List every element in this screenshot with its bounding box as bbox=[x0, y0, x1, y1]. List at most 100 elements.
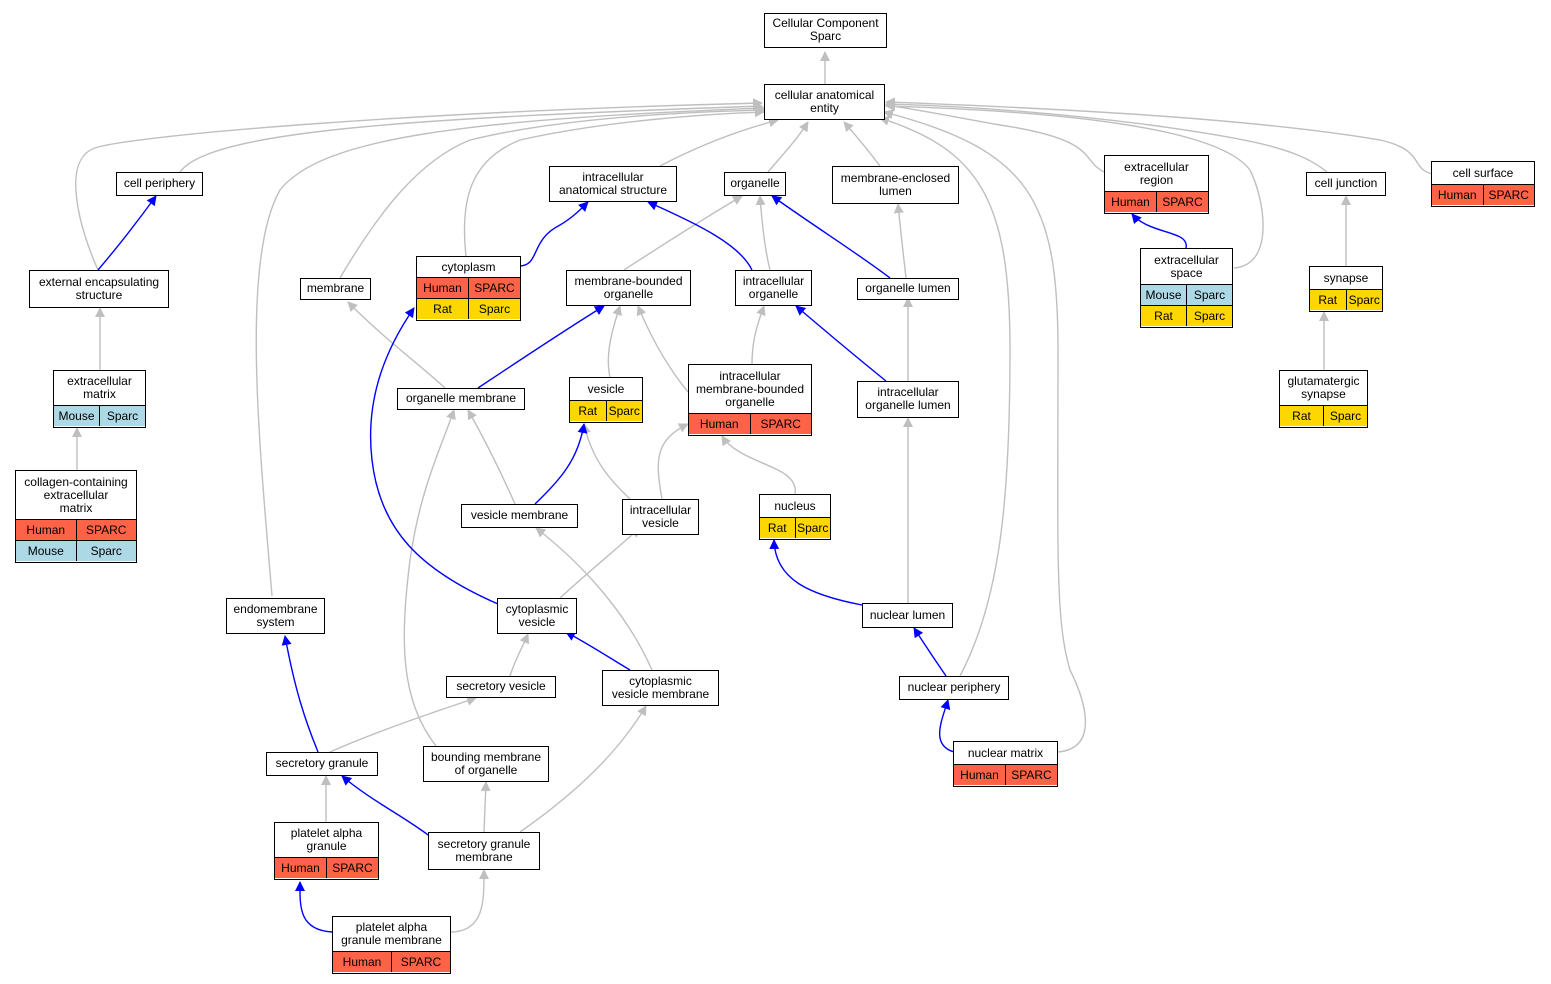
node-label: bounding membrane of organelle bbox=[430, 749, 542, 777]
node-sec-vesicle[interactable]: secretory vesicle bbox=[446, 676, 556, 698]
edge-endomembrane-cae bbox=[255, 103, 765, 597]
node-ext-encap[interactable]: external encapsulating structure bbox=[29, 270, 169, 308]
edge-cvm-vesmem bbox=[535, 527, 653, 671]
edge-mel-cae bbox=[843, 121, 881, 167]
gene-symbol: SPARC bbox=[326, 858, 378, 878]
node-cyto-vesicle[interactable]: cytoplasmic vesicle bbox=[497, 598, 577, 634]
gene-symbol: Sparc bbox=[1186, 285, 1232, 305]
node-label: cell periphery bbox=[123, 176, 196, 190]
node-label: cytoplasm bbox=[441, 259, 496, 274]
edge-ext-region-cae bbox=[885, 101, 1105, 173]
node-label: membrane-enclosed lumen bbox=[840, 170, 951, 198]
node-label: cytoplasmic vesicle bbox=[505, 601, 569, 629]
node-label: intracellular anatomical structure bbox=[558, 169, 668, 197]
node-imbo[interactable]: intracellular membrane-bounded organelle… bbox=[688, 364, 812, 436]
node-label: organelle bbox=[730, 176, 780, 190]
node-root[interactable]: Cellular Component Sparc bbox=[764, 13, 887, 48]
node-bmo[interactable]: bounding membrane of organelle bbox=[423, 746, 549, 782]
node-label: secretory vesicle bbox=[456, 679, 546, 693]
node-ias[interactable]: intracellular anatomical structure bbox=[549, 166, 677, 202]
edge-pagm-pag bbox=[294, 881, 333, 933]
node-endomembrane[interactable]: endomembrane system bbox=[226, 598, 325, 634]
node-label: extracellular region bbox=[1124, 159, 1189, 187]
node-ves-membrane[interactable]: vesicle membrane bbox=[461, 504, 578, 528]
edge-cell-junction-cae bbox=[885, 99, 1328, 173]
node-label: nuclear matrix bbox=[967, 745, 1044, 760]
node-membrane[interactable]: membrane bbox=[300, 278, 371, 300]
species-name: Mouse bbox=[58, 408, 95, 423]
node-label: nuclear periphery bbox=[907, 680, 1001, 694]
edge-cytoves-cytoplasm bbox=[369, 307, 499, 605]
node-mel[interactable]: membrane-enclosed lumen bbox=[832, 166, 959, 204]
species-name: Rat bbox=[1292, 408, 1311, 423]
node-org-membrane[interactable]: organelle membrane bbox=[397, 388, 525, 410]
species-name: Human bbox=[342, 954, 382, 969]
node-label: platelet alpha granule bbox=[290, 826, 363, 853]
edge-imbo-icorg bbox=[751, 305, 766, 365]
edge-membrane-cae bbox=[339, 105, 765, 279]
node-mbo[interactable]: membrane-bounded organelle bbox=[566, 270, 691, 306]
node-label: nuclear lumen bbox=[869, 607, 946, 622]
node-cvm[interactable]: cytoplasmic vesicle membrane bbox=[602, 670, 719, 706]
edge-cell-periphery-cae bbox=[179, 101, 763, 173]
species-name: Rat bbox=[1154, 308, 1173, 323]
gene-symbol: Sparc bbox=[75, 541, 137, 561]
node-nuc-periph[interactable]: nuclear periphery bbox=[899, 676, 1009, 700]
edge-organelle-cae bbox=[767, 121, 809, 173]
species-name: Rat bbox=[767, 520, 787, 535]
node-ic-vesicle[interactable]: intracellular vesicle bbox=[622, 499, 699, 535]
node-label: membrane-bounded organelle bbox=[574, 273, 683, 301]
node-iol[interactable]: intracellular organelle lumen bbox=[857, 381, 959, 418]
node-label: nucleus bbox=[774, 498, 816, 513]
gene-symbol: SPARC bbox=[1005, 765, 1057, 785]
edge-icves-imbo bbox=[657, 423, 689, 500]
edge-secgran-secves bbox=[329, 696, 477, 753]
species-name: Human bbox=[281, 860, 320, 875]
node-sgm[interactable]: secretory granule membrane bbox=[428, 832, 540, 870]
node-nuc-lumen[interactable]: nuclear lumen bbox=[862, 603, 953, 628]
node-org-lumen[interactable]: organelle lumen bbox=[857, 278, 959, 300]
node-collagen-ecm[interactable]: collagen-containing extracellular matrix… bbox=[15, 470, 137, 563]
node-cell-periphery[interactable]: cell periphery bbox=[116, 172, 203, 196]
edge-extencap-cellperiph bbox=[97, 195, 157, 271]
node-label: endomembrane system bbox=[233, 601, 318, 629]
species-name: Human bbox=[699, 416, 739, 431]
node-label: secretory granule bbox=[275, 756, 369, 770]
edge-iol-icorg bbox=[795, 305, 887, 382]
node-cae[interactable]: cellular anatomical entity bbox=[764, 84, 885, 120]
node-cell-junction[interactable]: cell junction bbox=[1306, 172, 1386, 196]
node-label: external encapsulating structure bbox=[38, 274, 160, 302]
node-label: organelle membrane bbox=[405, 391, 517, 405]
gene-symbol: Sparc bbox=[1186, 306, 1232, 326]
node-organelle[interactable]: organelle bbox=[724, 172, 786, 196]
node-ic-org[interactable]: intracellular organelle bbox=[735, 270, 812, 306]
edge-secgran-endomembrane bbox=[281, 635, 319, 753]
node-sec-granule[interactable]: secretory granule bbox=[266, 752, 378, 776]
edge-nuc-matrix-cae bbox=[883, 109, 1087, 753]
edge-orgmem-membrane bbox=[347, 301, 446, 389]
edge-ext-space-cae bbox=[885, 101, 1264, 269]
edge-nucleus-imbo bbox=[721, 435, 796, 495]
node-label: extracellular space bbox=[1154, 252, 1219, 280]
species-row: Rat Sparc bbox=[1141, 305, 1232, 326]
species-name: Human bbox=[26, 522, 66, 537]
